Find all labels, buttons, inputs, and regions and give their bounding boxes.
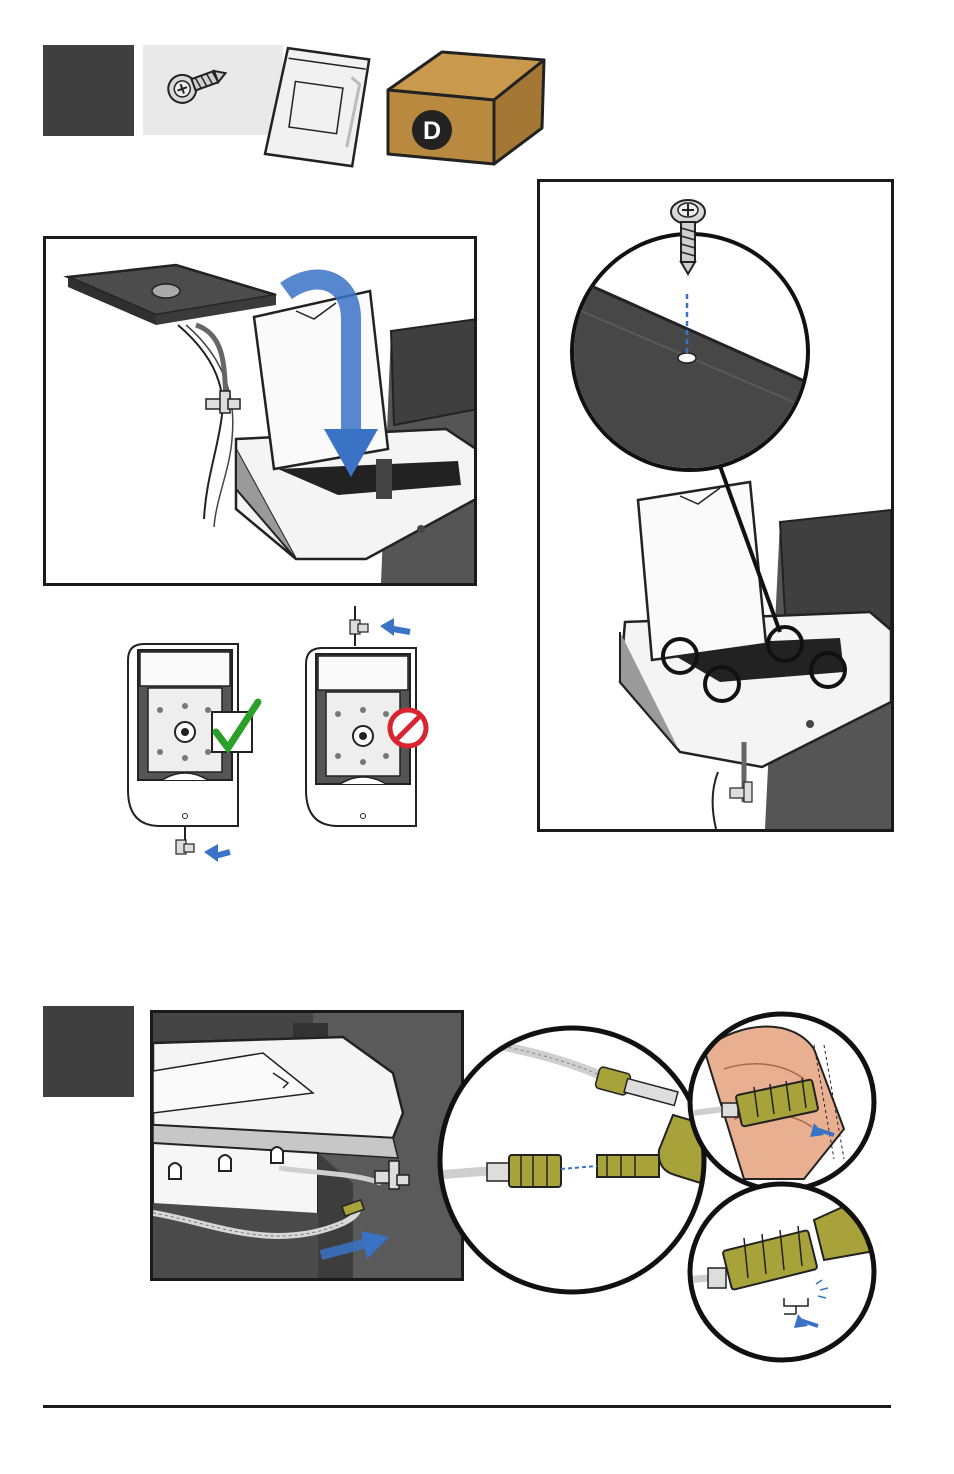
sleeve-pull-detail-circle: [687, 1011, 877, 1193]
prohibited-icon: [387, 707, 429, 749]
parts-box-icon: D: [386, 50, 546, 166]
incorrect-orientation-diagram: [305, 606, 429, 827]
connected-detail-circle: [687, 1181, 877, 1363]
connector-detail-circle: [437, 1025, 707, 1295]
install-tray-illustration: [63, 263, 474, 583]
arrow-icon: [324, 429, 378, 477]
page-bottom-rule: [43, 1405, 891, 1408]
hose-connect-illustration: [153, 1013, 461, 1278]
hardware-panel: [143, 45, 283, 135]
screw-attach-panel: [537, 179, 894, 832]
screw-attach-illustration: [570, 199, 891, 829]
hose-connect-panel: [150, 1010, 464, 1281]
correct-orientation-diagram: [127, 643, 262, 862]
screw-icon: [670, 199, 706, 276]
install-tray-panel: [43, 236, 477, 586]
hardware-bag-icon: [263, 46, 371, 168]
screw-icon: [167, 69, 228, 104]
step-2-number-box: [43, 1006, 134, 1097]
box-letter: D: [423, 117, 441, 145]
arrow-icon: [361, 1231, 389, 1259]
checkmark-icon: [212, 698, 262, 755]
step-1-number-box: [43, 45, 134, 136]
